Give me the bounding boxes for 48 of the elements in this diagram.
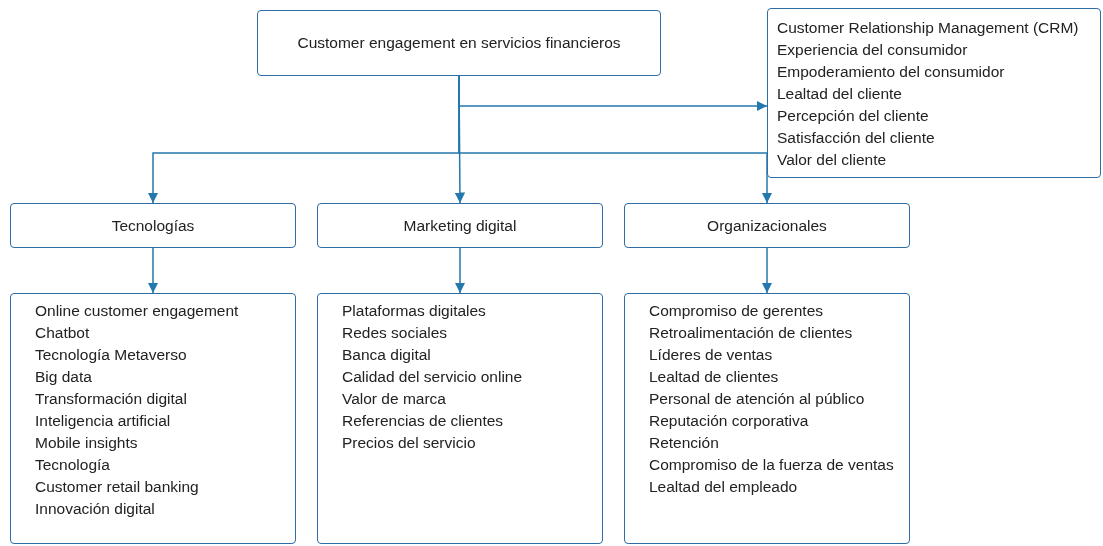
arrow [454, 247, 466, 294]
list-item: Big data [35, 367, 92, 387]
list-item: Lealtad del empleado [649, 477, 798, 497]
box-title: Tecnologías [111, 216, 195, 235]
list-item: Lealtad de clientes [649, 367, 779, 387]
category-box [257, 10, 661, 76]
list-item: Personal de atención al público [649, 389, 865, 409]
list-item: Compromiso de la fuerza de ventas [649, 455, 894, 475]
list-item: Satisfacción del cliente [777, 128, 935, 148]
list-item: Percepción del cliente [777, 106, 929, 126]
list-item: Valor de marca [342, 389, 446, 409]
box-title: Customer engagement en servicios financieros [297, 34, 621, 52]
list-item: Plataformas digitales [342, 301, 486, 321]
list-item: Innovación digital [35, 499, 155, 519]
category-box [10, 203, 296, 248]
list-item: Transformación digital [35, 389, 187, 409]
list-item: Experiencia del consumidor [777, 40, 968, 60]
list-item: Customer retail banking [35, 477, 199, 497]
list-item: Retención [649, 433, 719, 453]
list-item: Lealtad del cliente [777, 84, 902, 104]
list-item: Redes sociales [342, 323, 448, 343]
list-item: Retroalimentación de clientes [649, 323, 853, 343]
list-box [10, 293, 296, 544]
list-item: Reputación corporativa [649, 411, 809, 431]
list-item: Tecnología [35, 455, 110, 475]
list-item: Banca digital [342, 345, 431, 365]
list-item: Tecnología Metaverso [35, 345, 187, 365]
list-item: Valor del cliente [777, 150, 887, 170]
list-item: Calidad del servicio online [342, 367, 523, 387]
list-item: Online customer engagement [35, 301, 239, 321]
arrow [147, 247, 159, 294]
list-box [624, 293, 910, 544]
list-item: Referencias de clientes [342, 411, 504, 431]
list-box [767, 8, 1101, 178]
list-item: Chatbot [35, 323, 90, 343]
category-box [317, 203, 603, 248]
arrow [761, 247, 773, 294]
list-item: Precios del servicio [342, 433, 476, 453]
list-item: Líderes de ventas [649, 345, 773, 365]
list-item: Empoderamiento del consumidor [777, 62, 1005, 82]
box-title: Organizacionales [707, 216, 827, 235]
list-item: Inteligencia artificial [35, 411, 171, 431]
box-title: Marketing digital [403, 216, 517, 235]
list-item: Compromiso de gerentes [649, 301, 824, 321]
category-box [624, 203, 910, 248]
list-item: Customer Relationship Management (CRM) [777, 18, 1079, 38]
list-box [317, 293, 603, 544]
list-item: Mobile insights [35, 433, 138, 453]
